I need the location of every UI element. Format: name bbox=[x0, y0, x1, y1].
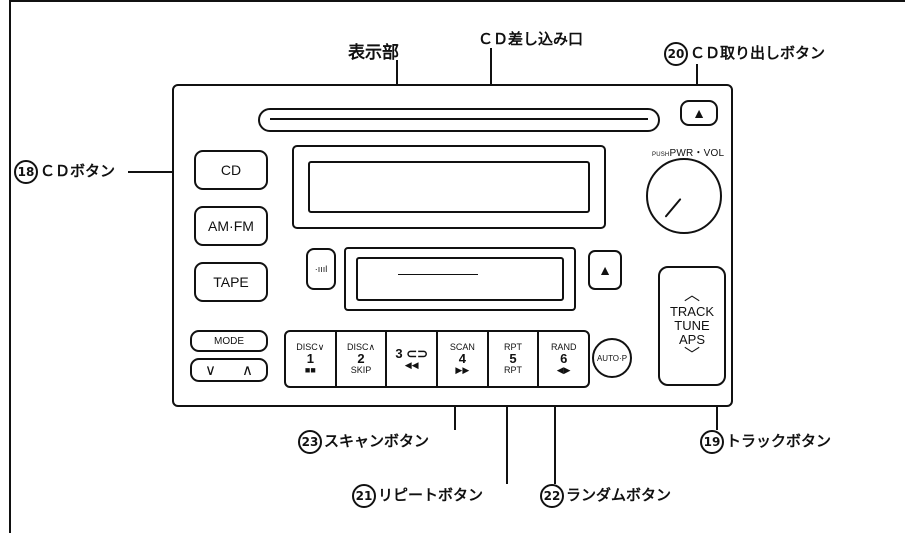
chevron-up-icon: ∧ bbox=[242, 361, 253, 379]
cd-eject-button[interactable]: ▲ bbox=[680, 100, 718, 126]
preset-button-3[interactable]: 3 ⊂⊃◀◀ bbox=[387, 332, 439, 386]
figure-frame-top bbox=[9, 0, 905, 2]
chevron-down-icon: ﹀ bbox=[683, 347, 700, 365]
display bbox=[292, 145, 606, 229]
repeat-button-label-text: リピートボタン bbox=[378, 486, 484, 504]
dolby-button[interactable]: ·ıııl bbox=[306, 248, 336, 290]
aps-label: APS bbox=[678, 332, 705, 348]
tape-button[interactable]: TAPE bbox=[194, 262, 268, 302]
cd-button-leader-line bbox=[128, 171, 194, 173]
cd-button[interactable]: CD bbox=[194, 150, 268, 190]
cd-button-label-text: ＣＤボタン bbox=[40, 162, 116, 180]
callout-number-23: 23 bbox=[298, 430, 322, 454]
callout-number-18: 18 bbox=[14, 160, 38, 184]
track-button-label-text: トラックボタン bbox=[726, 432, 832, 450]
eject-icon: ▲ bbox=[692, 105, 706, 121]
callout-number-22: 22 bbox=[540, 484, 564, 508]
am-fm-button[interactable]: AM·FM bbox=[194, 206, 268, 246]
chevron-down-icon: ∨ bbox=[205, 361, 216, 379]
scan-button-label-text: スキャンボタン bbox=[324, 432, 430, 450]
track-label: TRACK bbox=[669, 303, 715, 319]
cd-eject-label-text: ＣＤ取り出しボタン bbox=[690, 44, 826, 62]
mode-button[interactable]: MODE bbox=[190, 330, 268, 352]
tune-label: TUNE bbox=[674, 317, 710, 333]
callout-number-20: 20 bbox=[664, 42, 688, 66]
random-button-label-text: ランダムボタン bbox=[566, 486, 672, 504]
head-unit-panel bbox=[172, 84, 733, 407]
cassette-door bbox=[344, 247, 576, 311]
cd-slot[interactable] bbox=[258, 108, 660, 132]
tape-eject-button[interactable]: ▲ bbox=[588, 250, 622, 290]
mode-up-down-button[interactable]: ∨ ∧ bbox=[190, 358, 268, 382]
display-label: 表示部 bbox=[348, 43, 399, 63]
pwr-vol-knob[interactable] bbox=[646, 158, 722, 234]
cd-slot-label: ＣＤ差し込み口 bbox=[478, 30, 584, 48]
preset-button-1[interactable]: DISC∨1■■ bbox=[286, 332, 337, 386]
callout-number-19: 19 bbox=[700, 430, 724, 454]
track-button[interactable]: ︿ TRACK TUNE APS ﹀ bbox=[658, 266, 726, 386]
auto-p-button[interactable]: AUTO·P bbox=[592, 338, 632, 378]
figure-frame-left bbox=[9, 0, 11, 533]
callout-number-21: 21 bbox=[352, 484, 376, 508]
eject-icon: ▲ bbox=[598, 262, 612, 278]
repeat-leader-line bbox=[506, 372, 508, 484]
random-leader-line bbox=[554, 372, 556, 484]
pwr-vol-label: PUSHPWR・VOL bbox=[652, 148, 725, 159]
chevron-up-icon: ︿ bbox=[683, 286, 700, 304]
cd-eject-leader-line bbox=[696, 64, 698, 96]
